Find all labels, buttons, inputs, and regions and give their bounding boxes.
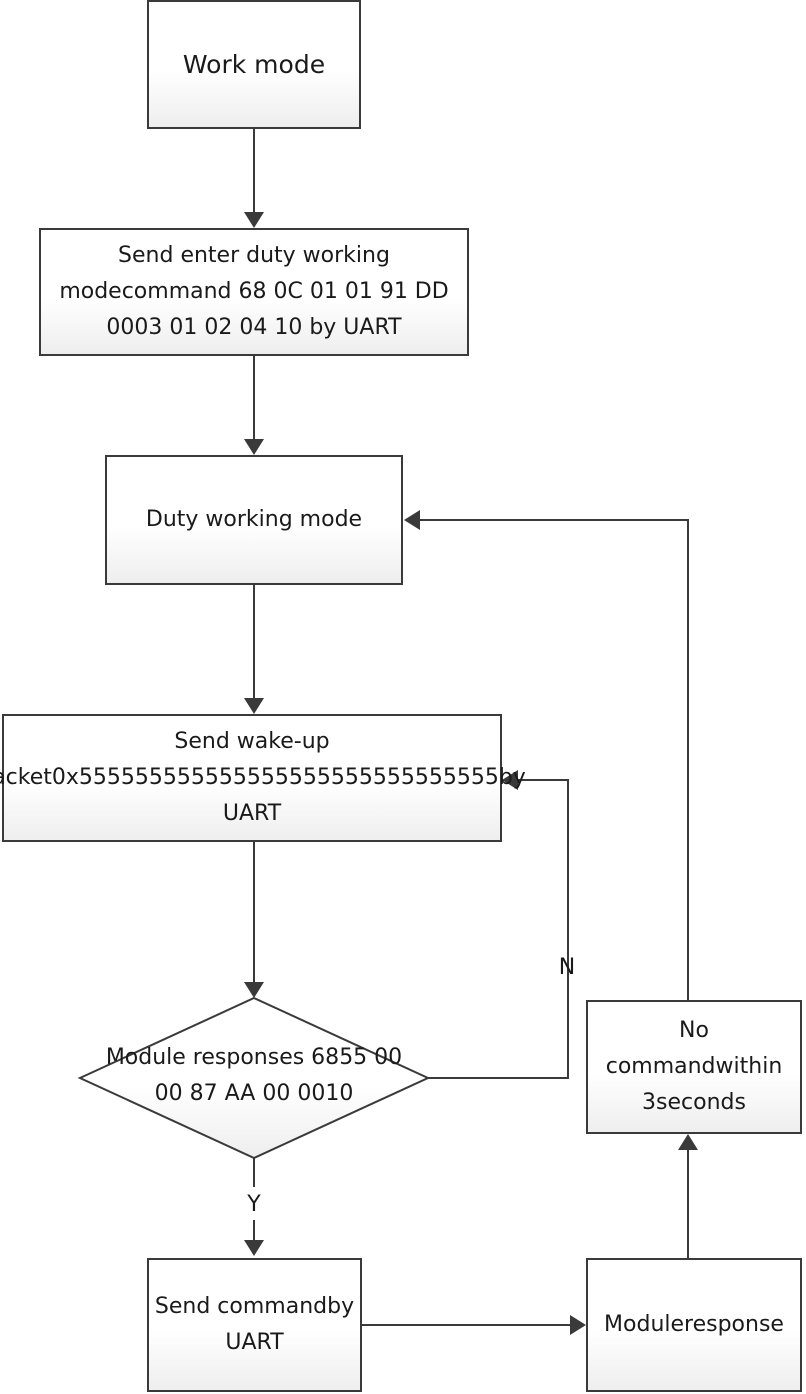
text-line: Work mode (182, 49, 326, 79)
text-line: Send wake-up packet (0, 729, 330, 790)
node-no-command-text: No commandwithin 3seconds (588, 1013, 800, 1121)
node-module-responses-text: Module responses 6855 00 00 87 AA 00 001… (90, 1022, 418, 1130)
edge-label-yes: Y (247, 1192, 261, 1217)
text-line: 55 00 00 87 AA 00 00 (154, 1045, 403, 1106)
text-line: response (684, 1312, 784, 1337)
node-module-response: Moduleresponse (586, 1258, 802, 1392)
arrowhead (244, 698, 264, 714)
text-line: by UART (222, 765, 526, 826)
arrowhead (570, 1315, 586, 1335)
node-send-enter-duty-text: Send enter duty working modecommand 68 0… (41, 238, 467, 346)
text-line: within 3 (642, 1054, 783, 1115)
node-send-wakeup: Send wake-up packet0x5555555555555555555… (0, 714, 526, 842)
text-line: No command (605, 1018, 716, 1079)
text-line: 03 01 02 04 10 by UART (134, 315, 402, 340)
text-line: command 68 0C 01 01 91 DD 00 (106, 279, 449, 340)
text-line: Send command (154, 1294, 328, 1319)
arrowhead (244, 439, 264, 455)
text-line: Duty working mode (145, 507, 363, 532)
arrowhead (244, 1240, 264, 1256)
node-send-wakeup-text: Send wake-up packet0x5555555555555555555… (0, 724, 526, 832)
node-send-command-text: Send commandby UART (149, 1289, 360, 1361)
arrowhead (244, 212, 264, 228)
edge-nocommand-to-duty (418, 519, 689, 1000)
node-duty-working-mode-text: Duty working mode (146, 502, 362, 538)
node-send-enter-duty: Send enter duty working modecommand 68 0… (39, 228, 469, 356)
node-work-mode: Work mode (147, 0, 361, 129)
node-duty-working-mode: Duty working mode (105, 455, 403, 585)
edge-decision-no (428, 779, 569, 1079)
arrowhead (244, 982, 264, 998)
text-line: by UART (225, 1294, 355, 1355)
node-send-command: Send commandby UART (147, 1258, 362, 1392)
arrowhead (678, 1134, 698, 1150)
text-line: 0x555555555555555555555555555555 (51, 765, 499, 790)
arrowhead (404, 510, 420, 530)
node-work-mode-text: Work mode (183, 47, 325, 83)
node-no-command: No commandwithin 3seconds (586, 1000, 802, 1134)
text-line: Send enter duty working mode (59, 243, 390, 304)
arrowhead (502, 770, 518, 790)
node-module-responses-lines: Module responses 6855 00 00 87 AA 00 001… (90, 1040, 418, 1112)
edge-label-no: N (558, 955, 576, 980)
node-module-response-text: Moduleresponse (604, 1307, 784, 1343)
text-line: Module (604, 1312, 685, 1337)
text-line: seconds (656, 1090, 746, 1115)
text-line: Module responses 68 (105, 1045, 340, 1070)
text-line: 10 (325, 1081, 354, 1106)
